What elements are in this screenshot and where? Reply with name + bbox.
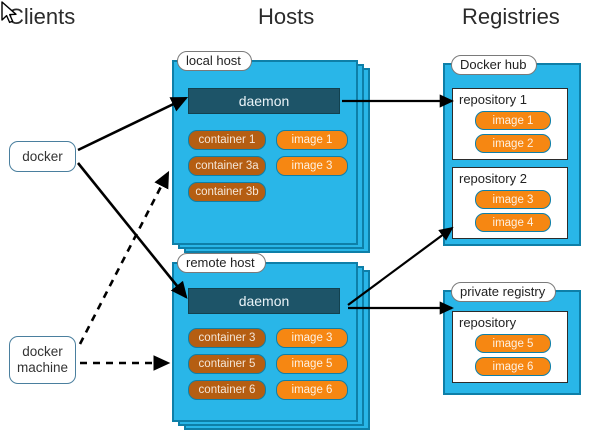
- host-local-container-2[interactable]: container 3a: [188, 156, 266, 176]
- host-remote-image-3[interactable]: image 6: [276, 380, 348, 400]
- host-remote-name-chip: remote host: [177, 253, 266, 273]
- repository-1-image-1[interactable]: image 1: [475, 111, 551, 130]
- column-heading-registries: Registries: [462, 4, 560, 29]
- repository-1-label: repository 1: [459, 92, 527, 107]
- client-label-docker-machine-line2: machine: [16, 360, 69, 375]
- registry-private-name-chip: private registry: [451, 282, 557, 302]
- column-heading-hosts: Hosts: [258, 4, 315, 29]
- arrow-docker-to-local-daemon: [77, 96, 189, 152]
- private-repository-box[interactable]: repository image 5 image 6: [452, 311, 568, 383]
- private-repository-image-2[interactable]: image 6: [475, 357, 551, 376]
- host-local-image-1[interactable]: image 1: [276, 130, 348, 150]
- repository-2-label: repository 2: [459, 171, 527, 186]
- client-box-docker[interactable]: docker: [9, 141, 76, 172]
- host-remote-container-3[interactable]: container 6: [188, 380, 266, 400]
- host-remote-container-2[interactable]: container 5: [188, 354, 266, 374]
- host-remote-image-1[interactable]: image 3: [276, 328, 348, 348]
- private-repository-label: repository: [459, 315, 517, 330]
- repository-1-image-2[interactable]: image 2: [475, 134, 551, 153]
- host-local-daemon[interactable]: daemon: [188, 88, 340, 114]
- repository-2-image-2[interactable]: image 4: [475, 213, 551, 232]
- repository-2-image-1[interactable]: image 3: [475, 190, 551, 209]
- mouse-pointer-icon: [1, 1, 17, 24]
- registry-docker-hub[interactable]: Docker hub repository 1 image 1 image 2 …: [443, 55, 581, 246]
- client-box-docker-machine[interactable]: docker machine: [9, 336, 76, 384]
- arrow-docker-to-remote-daemon: [76, 162, 188, 299]
- host-local-container-3[interactable]: container 3b: [188, 182, 266, 202]
- arrow-docker-machine-to-local-host: [78, 170, 170, 345]
- host-local-image-2[interactable]: image 3: [276, 156, 348, 176]
- repository-1-box[interactable]: repository 1 image 1 image 2: [452, 88, 568, 160]
- registry-docker-hub-name-chip: Docker hub: [451, 55, 538, 75]
- client-label-docker: docker: [22, 148, 63, 164]
- host-remote-daemon[interactable]: daemon: [188, 288, 340, 314]
- private-repository-image-1[interactable]: image 5: [475, 334, 551, 353]
- host-local-name-chip: local host: [177, 51, 252, 71]
- registry-private[interactable]: private registry repository image 5 imag…: [443, 282, 581, 395]
- client-label-docker-machine-line1: docker: [22, 344, 63, 360]
- repository-2-box[interactable]: repository 2 image 3 image 4: [452, 167, 568, 239]
- host-local-stack[interactable]: local host daemon container 1 container …: [172, 51, 370, 253]
- host-remote-image-2[interactable]: image 5: [276, 354, 348, 374]
- host-local-container-1[interactable]: container 1: [188, 130, 266, 150]
- host-remote-stack[interactable]: remote host daemon container 3 container…: [172, 253, 370, 430]
- column-heading-clients: Clients: [8, 4, 76, 29]
- host-remote-container-1[interactable]: container 3: [188, 328, 266, 348]
